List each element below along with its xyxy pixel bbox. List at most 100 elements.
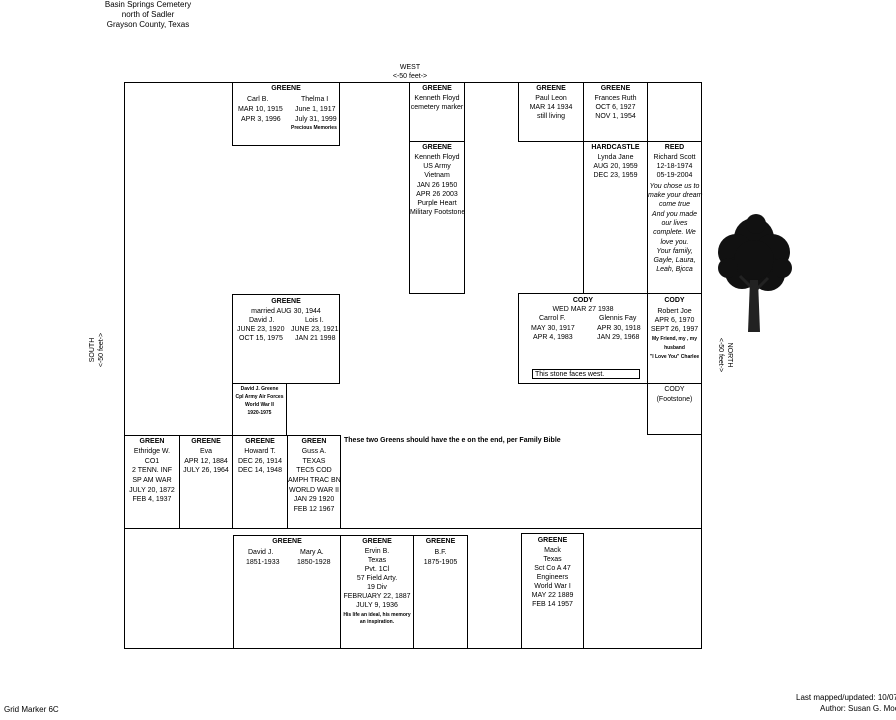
surname: GREENE [422, 144, 452, 151]
surname: GREENE [271, 298, 301, 305]
south-distance: <-50 feet-> [98, 332, 105, 368]
line-6: Purple Heart [417, 200, 457, 207]
epitaph-1: You chose us to [649, 183, 700, 190]
line-6: FEB 4, 1937 [132, 496, 172, 503]
line-2: AUG 20, 1959 [593, 163, 638, 170]
grave-reed-richard-scott: REED Richard Scott 12-18-1974 05-19-2004… [647, 141, 702, 294]
surname: GREENE [425, 538, 456, 545]
surname: GREENE [537, 537, 568, 544]
line-6: JAN 29 1920 [293, 496, 335, 503]
line-1: Ethridge W. [133, 448, 171, 455]
epitaph-3: "I Love You" Charlee [649, 354, 700, 360]
line-7: FEB 14 1957 [532, 601, 573, 608]
west-distance: <-50 feet-> [392, 73, 428, 80]
line-7: JULY 9, 1936 [356, 602, 398, 609]
death-1: APR 4, 1983 [533, 334, 573, 341]
surname: GREENE [362, 538, 392, 545]
line-1: Paul Leon [535, 95, 567, 102]
line-1: Richard Scott [653, 154, 696, 161]
grave-greene-david-mary: GREENE David J. Mary A. 1851-1933 1850-1… [233, 535, 341, 649]
name-2: Lois I. [305, 317, 324, 324]
line-4: 1920-1975 [247, 410, 272, 416]
title-line-2: north of Sadler [121, 10, 175, 19]
epitaph-9: Gayle, Laura, [653, 257, 696, 264]
tree-icon [718, 214, 792, 332]
grave-greene-mack: GREENE Mack Texas Sct Co A 47 Engineers … [521, 533, 584, 649]
last-mapped: Last mapped/updated: 10/07/ [796, 693, 896, 702]
line-1: Eva [199, 448, 213, 455]
line-2: Texas [367, 557, 387, 564]
line-3: Sct Co A 47 [534, 565, 571, 572]
line-2: TEXAS [302, 458, 326, 465]
grave-cody-robert-joe: CODY Robert Joe APR 6, 1970 SEPT 26, 199… [647, 293, 702, 384]
death-2: July 31, 1999 [295, 116, 337, 123]
grave-greene-bf: GREENE B.F. 1875-1905 [413, 535, 468, 649]
name-2: Mary A. [300, 549, 324, 556]
surname: GREENE [191, 438, 221, 445]
line-3: still living [536, 113, 565, 120]
line-1: CODY [664, 386, 685, 393]
line-3: 2 TENN. INF [132, 467, 172, 474]
epitaph-4: And you made [651, 211, 698, 218]
title-line-3: Grayson County, Texas [106, 20, 190, 29]
epitaph-2: an inspiration. [359, 619, 395, 625]
line-3: DEC 14, 1948 [238, 467, 282, 474]
line-1: Frances Ruth [594, 95, 637, 102]
line-7: Military Footstone [410, 209, 466, 216]
epitaph-3: come true [658, 201, 691, 208]
line-4: SP AM WAR [132, 477, 172, 484]
empty-plot [647, 82, 702, 142]
author: Author: Susan G. Moo [820, 704, 896, 713]
line-2: 1875-1905 [423, 559, 458, 566]
death-1: APR 3, 1996 [241, 116, 281, 123]
line-4: 57 Field Arty. [356, 575, 398, 582]
dates-2: 1850-1928 [297, 559, 331, 566]
grave-hardcastle-lynda-jane: HARDCASTLE Lynda Jane AUG 20, 1959 DEC 2… [583, 141, 648, 294]
birth-2: JUNE 23, 1921 [291, 326, 339, 333]
birth-2: June 1, 1917 [295, 106, 336, 113]
death-2: JAN 29, 1968 [597, 334, 640, 341]
epitaph-2: make your dream [648, 192, 703, 199]
birth-2: APR 30, 1918 [597, 325, 641, 332]
grave-greene-david-footstone: David J. Greene Cpl Army Air Forces Worl… [232, 383, 287, 436]
line-3: NOV 1, 1954 [595, 113, 636, 120]
line-1: B.F. [434, 549, 447, 556]
line-5: APR 26 2003 [416, 191, 458, 198]
grave-green-ethridge: GREEN Ethridge W. CO1 2 TENN. INF SP AM … [124, 435, 180, 529]
epitaph-5: our lives [661, 220, 688, 227]
line-2: MAR 14 1934 [529, 104, 573, 111]
birth-1: MAY 30, 1917 [531, 325, 575, 332]
line-1: Robert Joe [657, 308, 692, 315]
name-1: Carl B. [247, 96, 269, 103]
note-greens: These two Greens should have the e on th… [344, 437, 561, 444]
line-2: 12-18-1974 [656, 163, 693, 170]
birth-1: JUNE 23, 1920 [237, 326, 285, 333]
name-1: Carrol F. [539, 315, 566, 322]
surname: GREEN [301, 438, 327, 445]
epitaph-2: husband [664, 345, 685, 351]
title-line-1: Basin Springs Cemetery [104, 0, 192, 9]
line-1: Guss A. [301, 448, 327, 455]
epitaph-8: Your family, [656, 248, 693, 255]
grave-greene-carl-thelma: GREENE Carl B. Thelma I MAR 10, 1915 Jun… [232, 82, 340, 146]
name-2: Glennis Fay [599, 315, 637, 322]
grave-greene-frances-ruth: GREENE Frances Ruth OCT 6, 1927 NOV 1, 1… [583, 82, 648, 142]
line-3: SEPT 26, 1997 [650, 326, 699, 333]
grave-green-guss: GREEN Guss A. TEXAS TEC5 COD AMPH TRAC B… [287, 435, 341, 529]
surname: CODY [572, 297, 594, 304]
surname: GREEN [139, 438, 165, 445]
line-5: JULY 20, 1872 [129, 487, 175, 494]
line-6: MAY 22 1889 [531, 592, 574, 599]
line-5: World War I [534, 583, 571, 590]
epitaph-1: My Friend, my , my [651, 336, 697, 342]
line-6: FEBRUARY 22, 1887 [343, 593, 411, 600]
grave-greene-ervin: GREENE Ervin B. Texas Pvt. 1Cl 57 Field … [340, 535, 414, 649]
stone-note: This stone faces west. [535, 371, 605, 378]
line-3: JULY 26, 1964 [183, 467, 229, 474]
death-1: OCT 15, 1975 [239, 335, 283, 342]
married: married AUG 30, 1944 [251, 308, 321, 315]
line-2: cemetery marker [410, 104, 464, 111]
surname: GREENE [422, 85, 452, 92]
line-2: (Footstone) [656, 396, 693, 403]
stone-note-box: This stone faces west. [532, 369, 640, 379]
